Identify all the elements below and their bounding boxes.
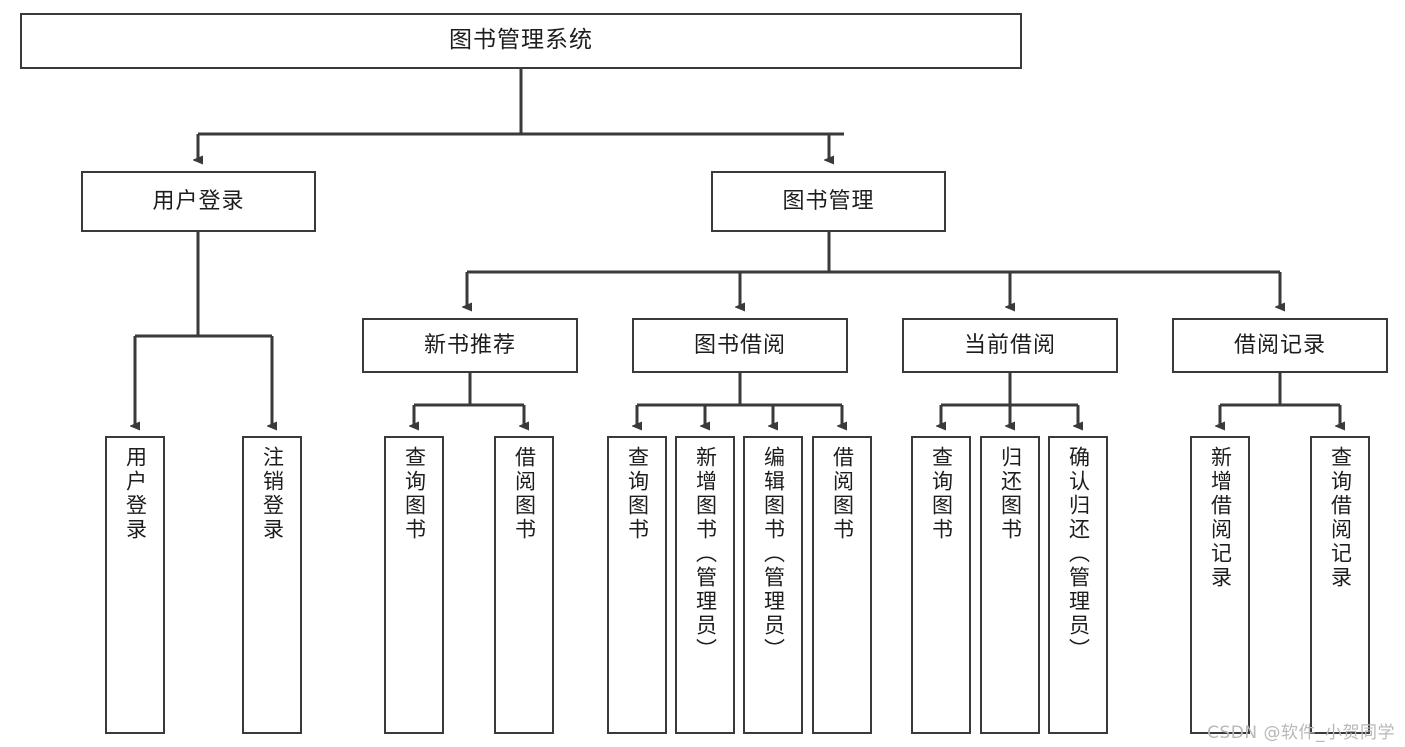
- node-borrowing-record[interactable]: 借阅记录: [1172, 318, 1388, 373]
- leaf-borrow-add-book-admin[interactable]: 新增图书（管理员）: [675, 436, 735, 734]
- leaf-record-query-borrow-record[interactable]: 查询借阅记录: [1310, 436, 1370, 734]
- node-label: 编辑图书（管理员）: [761, 446, 786, 662]
- leaf-recommend-query-book[interactable]: 查询图书: [384, 436, 444, 734]
- node-user-login[interactable]: 用户登录: [81, 171, 316, 232]
- node-label: 用户登录: [123, 446, 148, 542]
- leaf-current-return-book[interactable]: 归还图书: [980, 436, 1040, 734]
- leaf-user-login-login[interactable]: 用户登录: [105, 436, 165, 734]
- node-label: 图书借阅: [693, 332, 786, 358]
- node-label: 当前借阅: [963, 332, 1056, 358]
- node-book-management[interactable]: 图书管理: [711, 171, 946, 232]
- leaf-borrow-query-book[interactable]: 查询图书: [607, 436, 667, 734]
- node-label: 查询图书: [625, 446, 650, 542]
- node-label: 借阅记录: [1233, 332, 1326, 358]
- leaf-borrow-borrow-book[interactable]: 借阅图书: [812, 436, 872, 734]
- node-label: 查询图书: [402, 446, 427, 542]
- watermark-text: CSDN @软件_小贺同学: [1207, 723, 1395, 743]
- node-label: 新书推荐: [423, 332, 516, 358]
- node-label: 借阅图书: [830, 446, 855, 542]
- node-new-book-recommendation[interactable]: 新书推荐: [362, 318, 578, 373]
- leaf-current-query-book[interactable]: 查询图书: [911, 436, 971, 734]
- node-current-borrowing[interactable]: 当前借阅: [902, 318, 1118, 373]
- node-label: 归还图书: [998, 446, 1023, 542]
- node-label: 图书管理: [782, 188, 875, 214]
- leaf-record-add-borrow-record[interactable]: 新增借阅记录: [1190, 436, 1250, 734]
- leaf-current-confirm-return-admin[interactable]: 确认归还（管理员）: [1048, 436, 1108, 734]
- node-label: 借阅图书: [512, 446, 537, 542]
- node-label: 注销登录: [260, 446, 285, 542]
- node-label: 查询借阅记录: [1328, 446, 1353, 590]
- node-label: 查询图书: [929, 446, 954, 542]
- node-root-book-management-system[interactable]: 图书管理系统: [20, 13, 1022, 69]
- leaf-user-login-logout[interactable]: 注销登录: [242, 436, 302, 734]
- leaf-recommend-borrow-book[interactable]: 借阅图书: [494, 436, 554, 734]
- node-label: 图书管理系统: [449, 27, 593, 54]
- node-label: 确认归还（管理员）: [1066, 446, 1091, 662]
- node-label: 新增借阅记录: [1208, 446, 1233, 590]
- node-book-borrowing[interactable]: 图书借阅: [632, 318, 848, 373]
- node-label: 用户登录: [152, 188, 245, 214]
- node-label: 新增图书（管理员）: [693, 446, 718, 662]
- leaf-borrow-edit-book-admin[interactable]: 编辑图书（管理员）: [743, 436, 803, 734]
